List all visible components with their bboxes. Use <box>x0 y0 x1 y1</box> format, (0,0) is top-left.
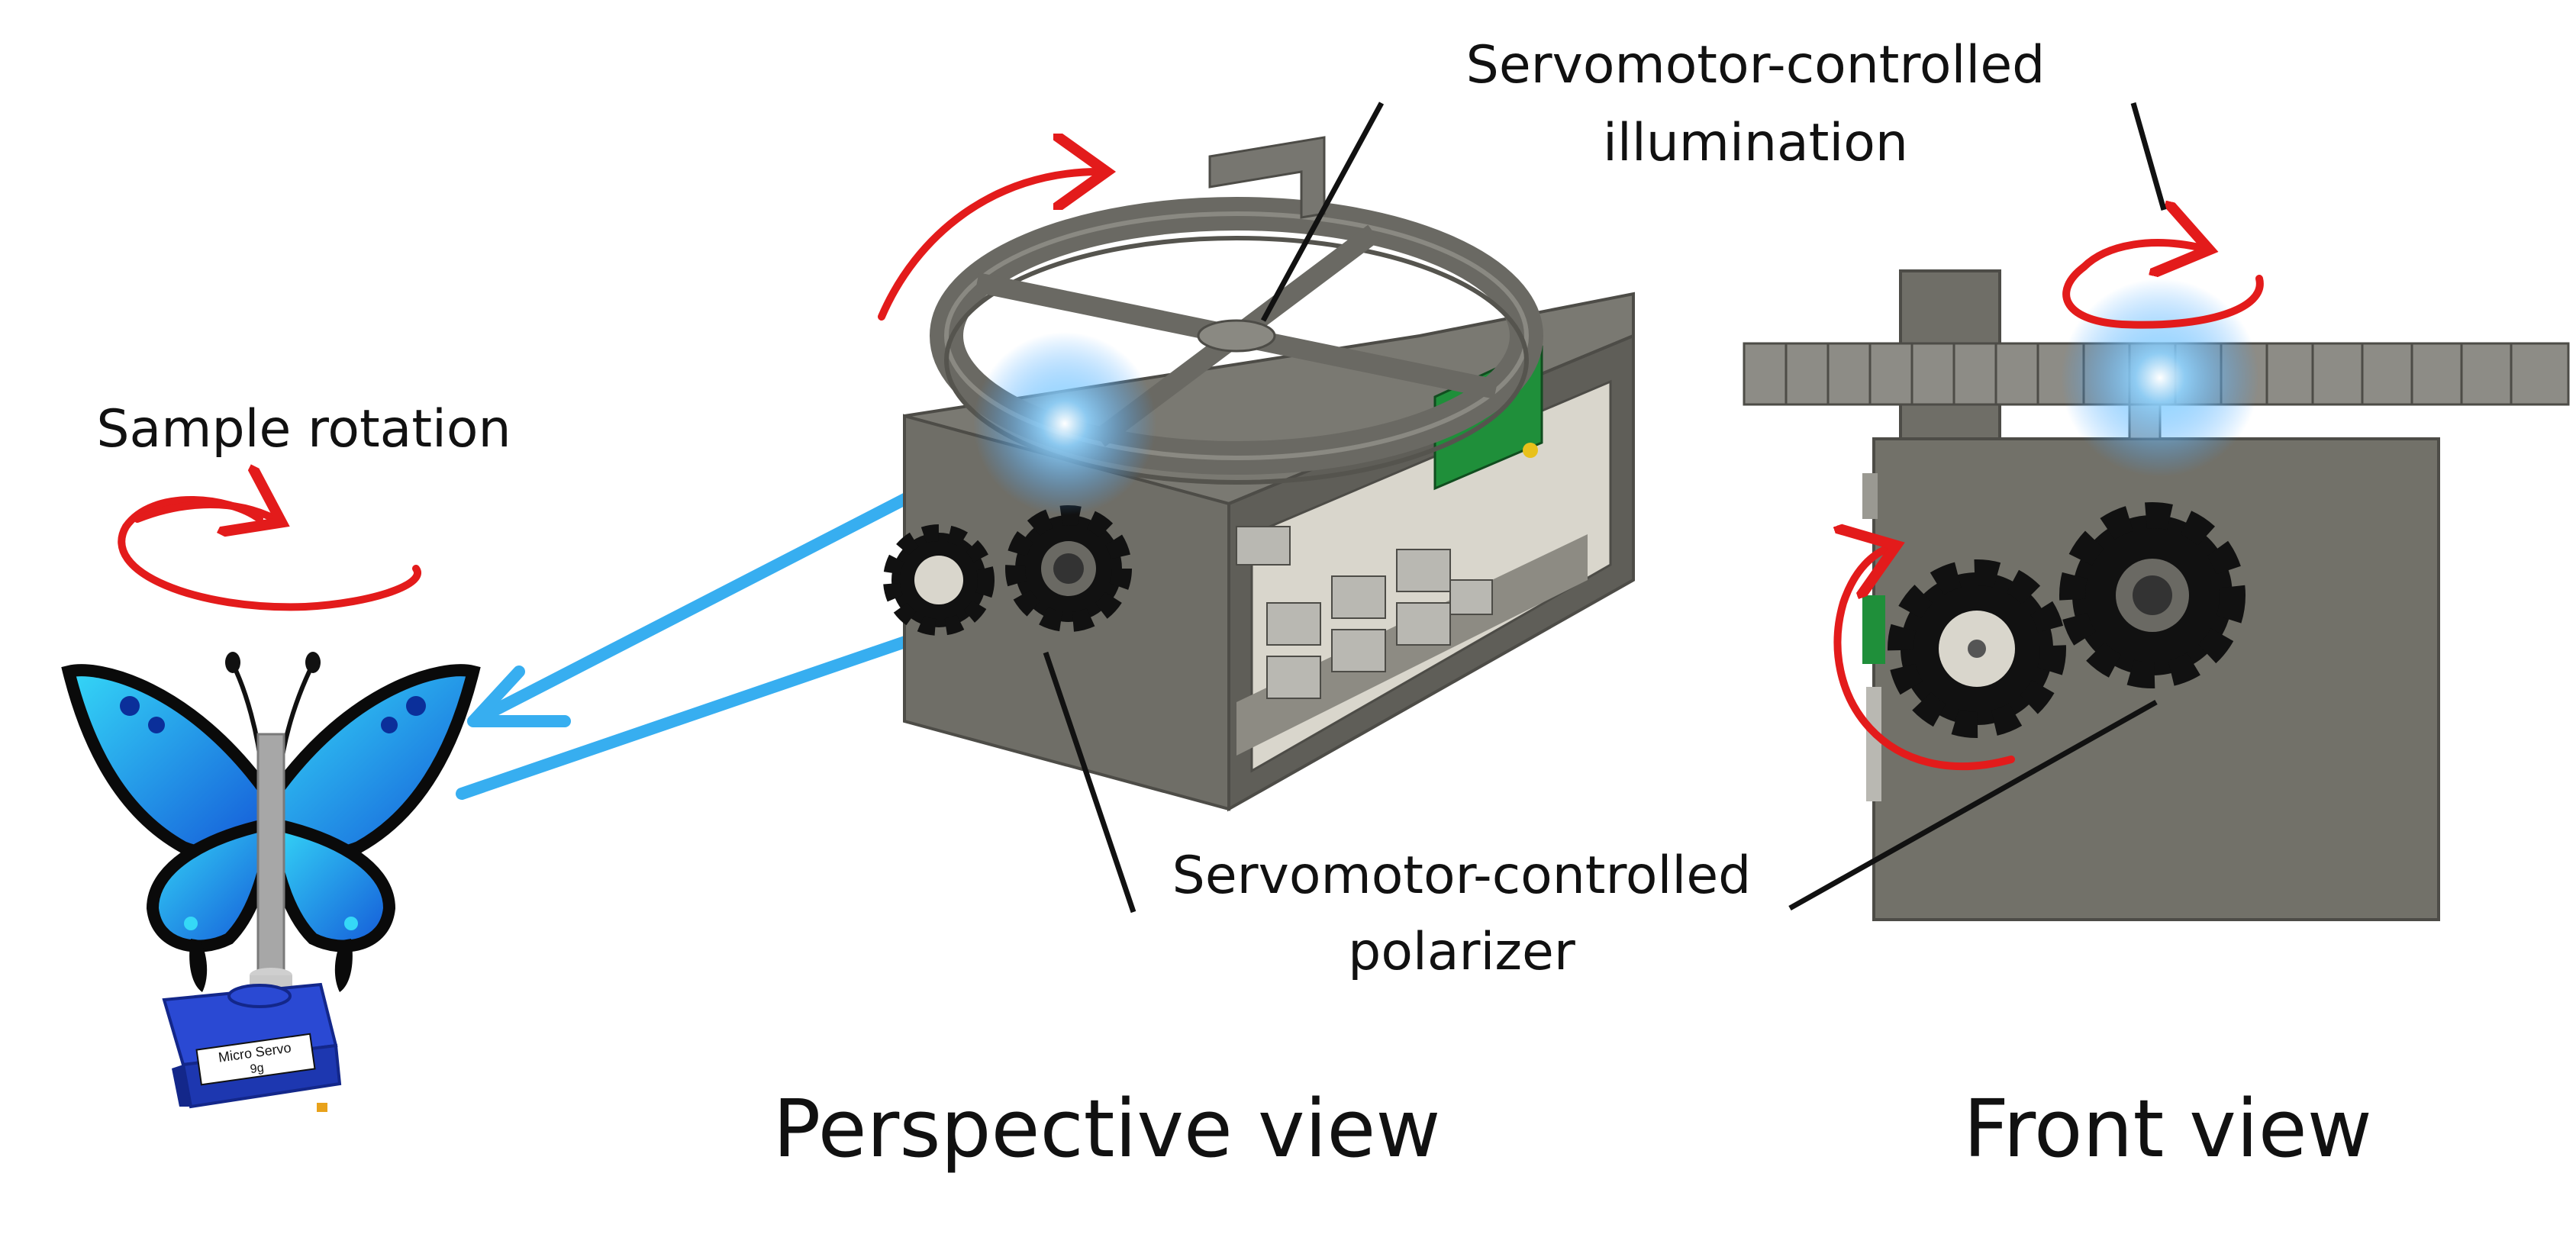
polarizer-label-line1: Servomotor-controlled <box>1172 846 1752 906</box>
front-view-title: Front view <box>1963 1082 2372 1175</box>
front-illumination-arrow <box>2062 243 2264 329</box>
illumination-label-line2: illumination <box>1603 113 1908 173</box>
perspective-illumination-arrow <box>878 172 1099 321</box>
illumination-label-line1: Servomotor-controlled <box>1466 35 2046 95</box>
polarizer-label-line2: polarizer <box>1348 922 1575 982</box>
polarizer-callout-line-front <box>1788 699 2158 911</box>
front-polarizer-gears <box>1888 502 2246 738</box>
sample-rotation-label: Sample rotation <box>96 399 511 459</box>
servo-label-line2: 9g <box>250 1062 265 1076</box>
perspective-polarizer-gears <box>883 505 1132 636</box>
perspective-view-title: Perspective view <box>773 1082 1441 1175</box>
sample-rod <box>256 733 285 972</box>
polarizer-callout-line-perspective <box>1043 651 1136 914</box>
sample-rotation-arrow <box>118 500 421 611</box>
perspective-light-glow <box>973 332 1156 515</box>
illumination-callout-line-front <box>2130 102 2167 211</box>
illumination-callout-line <box>1260 102 1385 322</box>
butterfly-sample <box>61 652 481 992</box>
front-light-glow <box>2061 279 2259 477</box>
front-polarizer-arrow <box>1838 548 2015 771</box>
micro-servo-sample: Micro Servo 9g <box>162 968 342 1112</box>
